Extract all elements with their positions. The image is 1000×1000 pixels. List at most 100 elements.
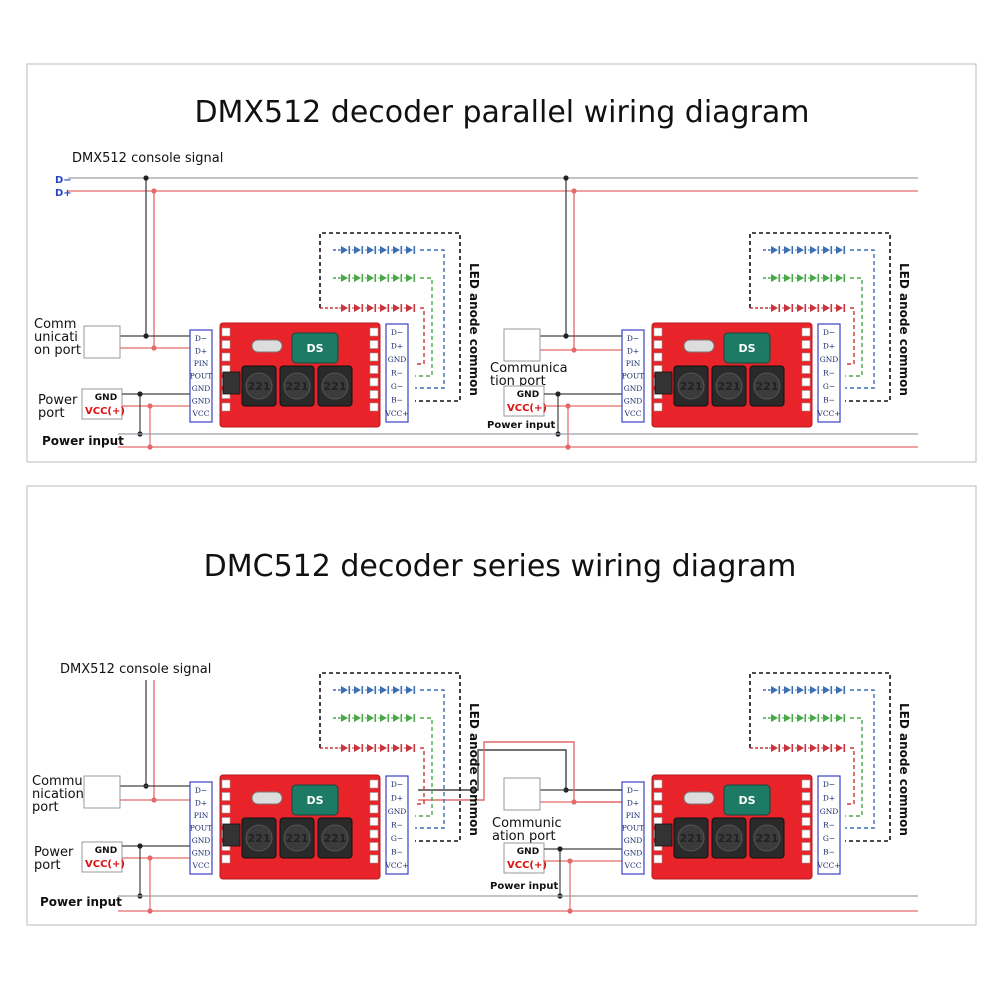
comm-port-1-box bbox=[83, 325, 121, 359]
power-port-1-gnd-label: GND bbox=[95, 846, 117, 856]
power-port-label: port bbox=[34, 858, 61, 873]
right-pin-label: D− bbox=[391, 780, 403, 789]
left-pin-label: D− bbox=[627, 786, 639, 795]
inductor-label: 221 bbox=[680, 380, 703, 393]
comm-port-label: port bbox=[32, 800, 59, 815]
inductor-core bbox=[321, 372, 349, 400]
junction-dot bbox=[565, 403, 571, 409]
regulator-chip bbox=[654, 371, 673, 395]
junction-dot bbox=[137, 843, 143, 849]
right-pin-label: D+ bbox=[823, 342, 835, 351]
anode-common-wire bbox=[749, 232, 891, 402]
right-pin-label: VCC+ bbox=[816, 409, 840, 418]
console-signal-label: DMX512 console signal bbox=[60, 662, 211, 677]
right-pin-label: GND bbox=[820, 355, 839, 364]
led-anode-common-label: LED anode common bbox=[897, 703, 911, 836]
right-pin-label: VCC+ bbox=[816, 861, 840, 870]
terminal-pad bbox=[369, 842, 379, 851]
power-port-1-gnd-label: GND bbox=[95, 393, 117, 403]
terminal-pad bbox=[221, 792, 231, 801]
right-pin-label: G− bbox=[391, 834, 403, 843]
left-pin-label: D− bbox=[195, 334, 207, 343]
regulator-chip bbox=[222, 371, 241, 395]
terminal-pad bbox=[221, 804, 231, 814]
anode-common-wire bbox=[319, 232, 461, 402]
terminal-pad bbox=[221, 779, 231, 789]
series-link-d-minus bbox=[418, 749, 622, 791]
right-pin-label: R− bbox=[391, 369, 403, 378]
right-pin-header bbox=[385, 775, 409, 875]
right-pin-label: D+ bbox=[823, 794, 835, 803]
terminal-pad bbox=[653, 792, 663, 801]
series-link-d-plus bbox=[418, 741, 622, 803]
junction-dot bbox=[151, 345, 157, 351]
terminal-pad bbox=[653, 352, 663, 362]
led-output-block: LED anode common bbox=[749, 232, 911, 402]
left-pin-label: POUT bbox=[190, 372, 213, 381]
left-pin-label: D+ bbox=[195, 347, 207, 356]
terminal-pad bbox=[369, 340, 379, 349]
inductor-core bbox=[321, 824, 349, 852]
terminal-pad bbox=[801, 352, 811, 362]
terminal-pad bbox=[369, 817, 379, 826]
power-port-1-box bbox=[81, 841, 123, 873]
comm-port-2-label: tion port bbox=[490, 374, 546, 389]
terminal-pad bbox=[801, 377, 811, 387]
led-strip bbox=[339, 304, 416, 312]
terminal-pad bbox=[653, 340, 663, 349]
inductor-label: 221 bbox=[756, 832, 779, 845]
left-pin-header bbox=[621, 329, 645, 423]
inductor-core bbox=[283, 824, 311, 852]
capacitor bbox=[723, 784, 771, 816]
right-pin-header bbox=[817, 323, 841, 423]
led-strip bbox=[769, 744, 846, 752]
power-port-1-box bbox=[81, 388, 123, 420]
led-anode-common-label: LED anode common bbox=[897, 263, 911, 396]
terminal-pad bbox=[221, 327, 231, 337]
power-port-label: Power bbox=[38, 393, 78, 408]
left-pin-label: VCC bbox=[192, 409, 210, 418]
left-pin-label: VCC bbox=[624, 861, 642, 870]
right-pin-label: R− bbox=[823, 369, 835, 378]
right-pin-label: D− bbox=[391, 328, 403, 337]
left-pin-label: VCC bbox=[624, 409, 642, 418]
terminal-pad bbox=[653, 327, 663, 337]
junction-dot bbox=[563, 175, 569, 181]
right-pin-label: GND bbox=[388, 807, 407, 816]
power-port-label: Power bbox=[34, 845, 74, 860]
right-pin-label: GND bbox=[820, 807, 839, 816]
terminal-pad bbox=[369, 390, 379, 399]
left-pin-label: VCC bbox=[192, 861, 210, 870]
power-input-small-label: Power input bbox=[487, 420, 555, 431]
blue-channel-wire bbox=[845, 689, 875, 829]
terminal-pad bbox=[221, 340, 231, 349]
parallel-title: DMX512 decoder parallel wiring diagram bbox=[194, 95, 809, 130]
power-port-1-vcc-label: VCC(+) bbox=[85, 406, 125, 417]
terminal-pad bbox=[801, 804, 811, 814]
bus-d-minus-label: D− bbox=[55, 175, 72, 186]
led-anode-common-label: LED anode common bbox=[467, 263, 481, 396]
junction-dot bbox=[571, 188, 577, 194]
left-pin-label: D− bbox=[195, 786, 207, 795]
right-pin-label: D− bbox=[823, 780, 835, 789]
comm-port-2-box bbox=[503, 328, 541, 362]
inductor-core bbox=[715, 372, 743, 400]
left-pin-label: D+ bbox=[195, 799, 207, 808]
inductor-core bbox=[677, 824, 705, 852]
left-pin-header bbox=[189, 781, 213, 875]
power-port-1-vcc-label: VCC(+) bbox=[85, 859, 125, 870]
capacitor-label: DS bbox=[738, 794, 755, 807]
crystal bbox=[251, 339, 283, 353]
left-pin-label: GND bbox=[624, 384, 643, 393]
console-signal-label: DMX512 console signal bbox=[72, 151, 223, 166]
right-pin-label: R− bbox=[823, 821, 835, 830]
inductor-label: 221 bbox=[248, 832, 271, 845]
left-pin-label: D− bbox=[627, 334, 639, 343]
left-pin-label: PIN bbox=[626, 359, 641, 368]
capacitor bbox=[723, 332, 771, 364]
left-pin-header bbox=[189, 329, 213, 423]
